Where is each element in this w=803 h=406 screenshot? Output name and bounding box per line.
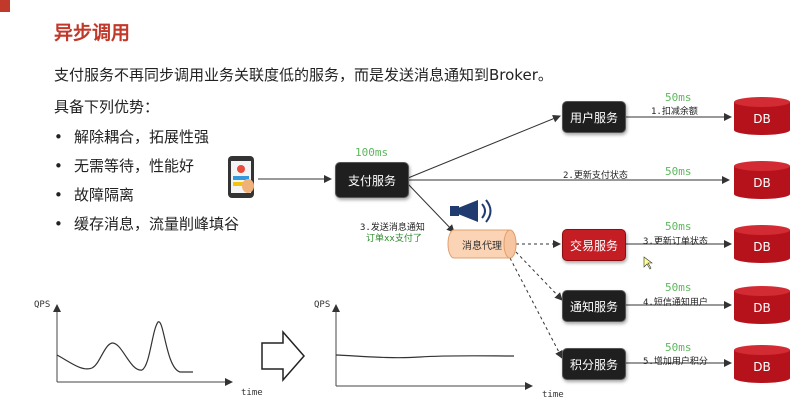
advantage-item: • 解除耦合，拓展性强: [54, 126, 209, 147]
pay-time-label: 100ms: [355, 146, 389, 159]
advantage-text: 无需等待，性能好: [74, 157, 195, 175]
paystatus-time-label: 50ms: [665, 165, 692, 178]
time-axis-label: time: [542, 390, 564, 400]
db-label: DB: [753, 301, 771, 315]
message-broker-shape: [447, 229, 517, 259]
db-label: DB: [753, 360, 771, 374]
cursor-icon: [643, 256, 653, 270]
qps-axis-label: QPS: [314, 300, 331, 310]
trade-time-label: 50ms: [665, 220, 692, 233]
intro-text: 支付服务不再同步调用业务关联度低的服务，而是发送消息通知到Broker。: [54, 66, 553, 84]
database-icon: [734, 225, 790, 263]
user-service-node: 用户服务: [562, 101, 626, 133]
advantage-item: • 无需等待，性能好: [54, 155, 194, 176]
database-icon: [734, 97, 790, 135]
advantage-text: 缓存消息，流量削峰填谷: [74, 215, 240, 233]
bullet-dot: •: [54, 186, 63, 204]
add-points-label: 5.增加用户积分: [643, 357, 708, 367]
advantage-text: 解除耦合，拓展性强: [74, 128, 210, 146]
db-label: DB: [753, 240, 771, 254]
corner-mark: [0, 0, 10, 12]
qps-chart-after: [332, 304, 533, 390]
trade-service-node: 交易服务: [562, 229, 626, 261]
deduct-label: 1.扣减余额: [651, 107, 698, 117]
qps-chart-before: [53, 304, 233, 386]
points-service-node: 积分服务: [562, 348, 626, 380]
message-broker-label: 消息代理: [462, 241, 502, 252]
database-icon: [734, 286, 790, 324]
notify-time-label: 50ms: [665, 281, 692, 294]
qps-axis-label: QPS: [34, 300, 51, 310]
megaphone-icon: [450, 199, 492, 223]
bullet-dot: •: [54, 157, 63, 175]
db-label: DB: [753, 176, 771, 190]
advantage-item: • 缓存消息，流量削峰填谷: [54, 213, 239, 234]
phone-pay-icon: [228, 156, 254, 198]
update-order-label: 3.更新订单状态: [643, 237, 708, 247]
bullet-dot: •: [54, 128, 63, 146]
user-time-label: 50ms: [665, 91, 692, 104]
time-axis-label: time: [241, 388, 263, 398]
sms-label: 4.短信通知用户: [643, 298, 708, 308]
notify-service-node: 通知服务: [562, 290, 626, 322]
update-pay-label: 2.更新支付状态: [563, 171, 628, 181]
advantages-title: 具备下列优势：: [54, 98, 160, 116]
advantage-text: 故障隔离: [74, 186, 135, 204]
advantage-item: • 故障隔离: [54, 184, 134, 205]
points-time-label: 50ms: [665, 341, 692, 354]
bullet-dot: •: [54, 215, 63, 233]
database-icon: [734, 345, 790, 383]
pay-service-node: 支付服务: [335, 162, 409, 198]
send-msg-label: 3.发送消息通知: [360, 223, 425, 233]
database-icon: [734, 161, 790, 199]
db-label: DB: [753, 112, 771, 126]
page-title: 异步调用: [54, 22, 131, 44]
big-right-arrow: [261, 330, 305, 382]
send-msg-sublabel: 订单xx支付了: [366, 234, 422, 244]
